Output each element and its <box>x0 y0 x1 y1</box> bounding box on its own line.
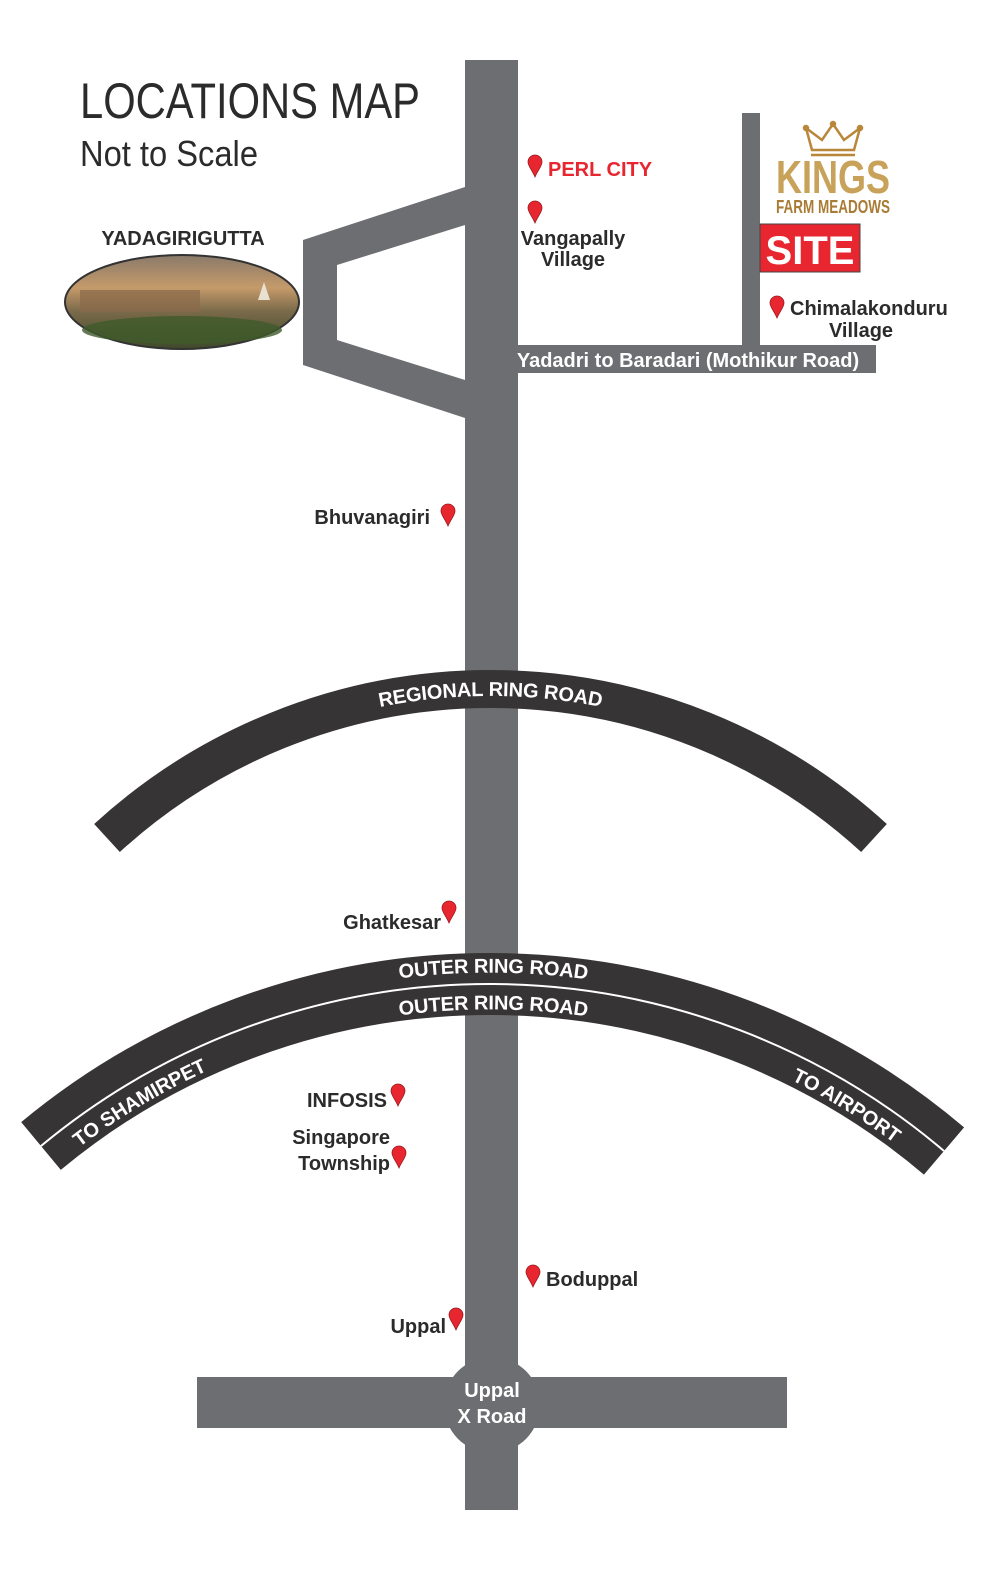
vangapally-label-1: Vangapally <box>521 228 626 250</box>
location-pin-icon <box>769 295 785 319</box>
yadagirigutta-temple-image <box>64 254 300 350</box>
location-pin-icon <box>441 900 457 924</box>
infosis-label: INFOSIS <box>307 1090 387 1112</box>
page-subtitle: Not to Scale <box>80 133 258 174</box>
crown-icon <box>802 120 864 157</box>
chimalakonduru-label-1: Chimalakonduru <box>790 298 948 320</box>
outer-ring-divider <box>40 983 945 1152</box>
page-title: LOCATIONS MAP <box>80 73 420 129</box>
location-pin-icon <box>440 503 456 527</box>
junction-label-2: X Road <box>458 1406 527 1428</box>
mothikur-road <box>518 345 876 373</box>
bhuvanagiri-label: Bhuvanagiri <box>314 507 430 529</box>
location-pin-icon <box>448 1307 464 1331</box>
site-badge <box>759 223 861 273</box>
perl-city-label: PERL CITY <box>548 159 653 181</box>
logo-brand: KINGS <box>776 151 890 203</box>
yadagirigutta-loop-road <box>303 187 465 418</box>
singapore-label-2: Township <box>298 1153 390 1175</box>
uppal-label: Uppal <box>390 1316 446 1338</box>
mothikur-road-label: Yadadri to Baradari (Mothikur Road) <box>517 350 859 372</box>
location-pin-icon <box>527 154 543 178</box>
logo-tagline: FARM MEADOWS <box>776 197 890 217</box>
yadagirigutta-label: YADAGIRIGUTTA <box>101 228 264 250</box>
location-pin-icon <box>527 200 543 224</box>
location-pin-icon <box>391 1145 407 1169</box>
singapore-label-1: Singapore <box>292 1127 390 1149</box>
regional-ring-road <box>94 670 887 853</box>
junction-label-1: Uppal <box>464 1380 520 1402</box>
chimalakonduru-label-2: Village <box>829 320 893 342</box>
location-pin-icon <box>390 1083 406 1107</box>
boduppal-label: Boduppal <box>546 1269 638 1291</box>
site-badge-label: SITE <box>766 229 855 273</box>
location-pin-icon <box>525 1264 541 1288</box>
ghatkesar-label: Ghatkesar <box>343 912 441 934</box>
site-access-road <box>742 113 760 348</box>
uppal-junction <box>444 1357 540 1453</box>
vangapally-label-2: Village <box>541 249 605 271</box>
main-highway <box>465 60 518 1510</box>
kings-farm-meadows-logo: KINGS FARM MEADOWS <box>776 120 890 217</box>
